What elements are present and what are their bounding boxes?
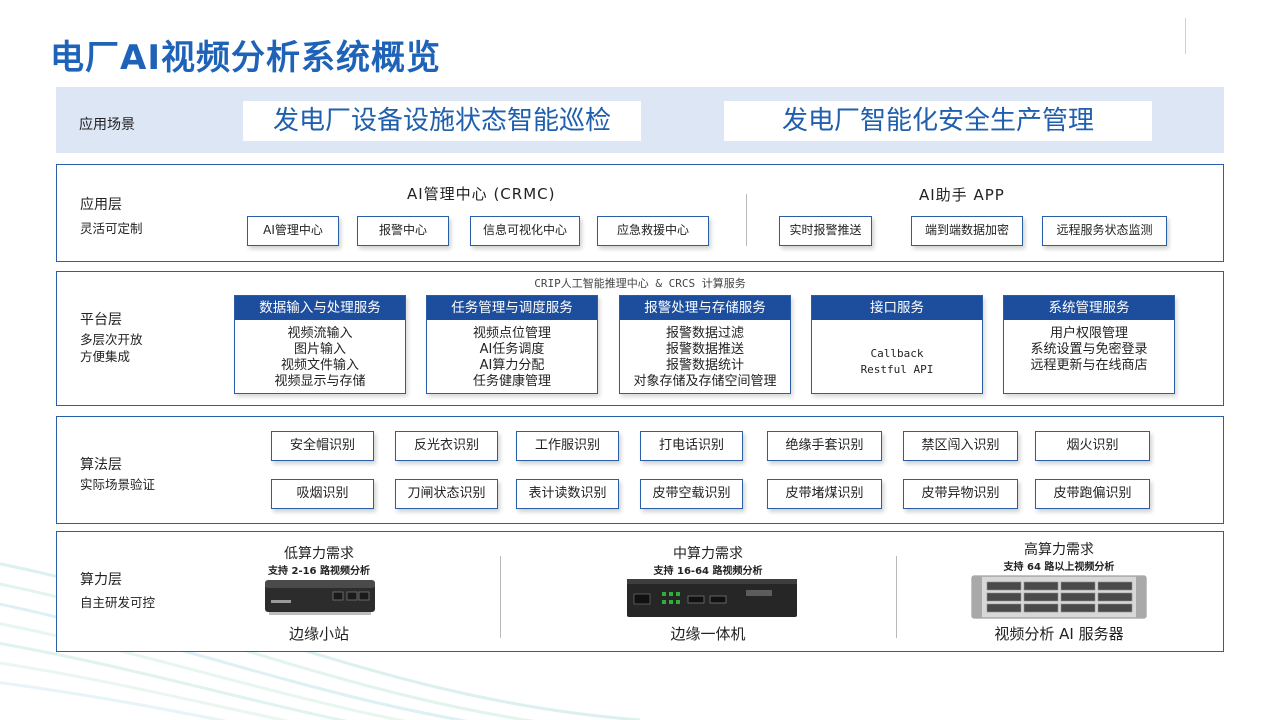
service-line: 任务健康管理 (472, 374, 551, 389)
algo-item-phone-call[interactable]: 打电话识别 (640, 431, 743, 461)
service-card-title: 任务管理与调度服务 (427, 296, 597, 320)
service-line: 报警数据过滤 (665, 326, 744, 341)
service-line: 视频点位管理 (472, 326, 551, 341)
service-line: Restful API (860, 363, 934, 376)
app-layer-title: 应用层 (80, 197, 122, 213)
app-layer: 应用层 灵活可定制 AI管理中心 (CRMC) AI助手 APP AI管理中心 … (56, 164, 1224, 262)
service-card-alarm-storage[interactable]: 报警处理与存储服务 报警数据过滤 报警数据推送 报警数据统计 对象存储及存储空间… (619, 295, 791, 394)
platform-layer-title: 平台层 (80, 312, 122, 328)
scene-band: 应用场景 发电厂设备设施状态智能巡检 发电厂智能化安全生产管理 (56, 87, 1224, 153)
service-line: 图片输入 (293, 342, 346, 357)
algo-item-reflective-vest[interactable]: 反光衣识别 (395, 431, 498, 461)
scene-item-safety: 发电厂智能化安全生产管理 (724, 101, 1152, 141)
rack-server-icon (971, 575, 1147, 619)
tier-name: 边缘小站 (288, 625, 349, 643)
service-line: 视频显示与存储 (274, 374, 366, 389)
service-card-title: 接口服务 (812, 296, 982, 320)
service-line: 对象存储及存储空间管理 (633, 374, 777, 389)
compute-tier-low: 低算力需求 支持 2-16 路视频分析 边缘小站 (169, 532, 469, 652)
algo-item-workwear[interactable]: 工作服识别 (516, 431, 619, 461)
realtime-alarm-push-item[interactable]: 实时报警推送 (779, 216, 872, 246)
platform-layer-subtitle-2: 方便集成 (80, 349, 131, 364)
algo-item-switch-state[interactable]: 刀闸状态识别 (395, 479, 498, 509)
algo-item-smoking[interactable]: 吸烟识别 (271, 479, 374, 509)
tier-need: 中算力需求 (673, 546, 743, 562)
corner-divider (1185, 18, 1186, 54)
compute-layer: 算力层 自主研发可控 低算力需求 支持 2-16 路视频分析 边缘小站 中算力需… (56, 531, 1224, 652)
ai-app-heading: AI助手 APP (919, 186, 1005, 204)
scene-item-inspection: 发电厂设备设施状态智能巡检 (243, 101, 641, 141)
alarm-center-item[interactable]: 报警中心 (357, 216, 449, 246)
e2e-encryption-item[interactable]: 端到端数据加密 (911, 216, 1023, 246)
algo-item-restricted-zone[interactable]: 禁区闯入识别 (903, 431, 1018, 461)
compute-layer-title: 算力层 (80, 572, 122, 588)
visualization-center-item[interactable]: 信息可视化中心 (470, 216, 580, 246)
algo-item-belt-foreign-object[interactable]: 皮带异物识别 (903, 479, 1018, 509)
service-line: AI算力分配 (479, 358, 545, 373)
service-card-title: 系统管理服务 (1004, 296, 1174, 320)
platform-layer-subtitle-1: 多层次开放 (80, 332, 143, 347)
service-line: 远程更新与在线商店 (1030, 358, 1148, 373)
tier-name: 边缘一体机 (670, 625, 746, 643)
platform-caption: CRIP人工智能推理中心 & CRCS 计算服务 (534, 277, 746, 290)
service-line: 报警数据推送 (665, 342, 744, 357)
emergency-rescue-center-item[interactable]: 应急救援中心 (597, 216, 709, 246)
service-line: 用户权限管理 (1049, 326, 1128, 341)
platform-layer: CRIP人工智能推理中心 & CRCS 计算服务 平台层 多层次开放 方便集成 … (56, 271, 1224, 406)
algo-item-smoke-fire[interactable]: 烟火识别 (1035, 431, 1150, 461)
compute-tier-medium: 中算力需求 支持 16-64 路视频分析 边缘一体机 (558, 532, 858, 652)
service-card-title: 数据输入与处理服务 (235, 296, 405, 320)
tier-spec: 支持 16-64 路视频分析 (653, 566, 763, 577)
service-line: 视频流输入 (287, 326, 353, 341)
algo-item-belt-blockage[interactable]: 皮带堵煤识别 (767, 479, 882, 509)
service-line: 视频文件输入 (280, 358, 359, 373)
service-line: Callback (870, 347, 924, 360)
tier-need: 高算力需求 (1024, 542, 1094, 558)
edge-box-icon (265, 580, 375, 615)
algo-item-meter-reading[interactable]: 表计读数识别 (516, 479, 619, 509)
service-card-task-scheduling[interactable]: 任务管理与调度服务 视频点位管理 AI任务调度 AI算力分配 任务健康管理 (426, 295, 598, 394)
page-title: 电厂AI视频分析系统概览 (50, 38, 441, 78)
algo-item-belt-empty[interactable]: 皮带空载识别 (640, 479, 743, 509)
service-card-system-management[interactable]: 系统管理服务 用户权限管理 系统设置与免密登录 远程更新与在线商店 (1003, 295, 1175, 394)
algo-layer-subtitle: 实际场景验证 (80, 477, 156, 492)
edge-appliance-icon (627, 579, 797, 617)
compute-divider-2 (896, 556, 897, 638)
compute-divider-1 (500, 556, 501, 638)
tier-spec: 支持 2-16 路视频分析 (268, 566, 370, 577)
service-card-interface[interactable]: 接口服务 Callback Restful API (811, 295, 983, 394)
ai-management-center-item[interactable]: AI管理中心 (247, 216, 339, 246)
scene-label: 应用场景 (79, 117, 135, 133)
service-line: AI任务调度 (479, 342, 545, 357)
compute-tier-high: 高算力需求 支持 64 路以上视频分析 视频分析 AI 服务器 (909, 532, 1209, 652)
algorithm-layer: 算法层 实际场景验证 安全帽识别 反光衣识别 工作服识别 打电话识别 绝缘手套识… (56, 416, 1224, 524)
service-line: 报警数据统计 (665, 358, 744, 373)
tier-name: 视频分析 AI 服务器 (994, 625, 1124, 643)
algo-item-belt-deviation[interactable]: 皮带跑偏识别 (1035, 479, 1150, 509)
algo-item-helmet[interactable]: 安全帽识别 (271, 431, 374, 461)
service-line: 系统设置与免密登录 (1030, 342, 1148, 357)
remote-status-monitor-item[interactable]: 远程服务状态监测 (1042, 216, 1167, 246)
app-layer-subtitle: 灵活可定制 (80, 221, 143, 236)
algo-layer-title: 算法层 (80, 457, 122, 473)
service-card-data-input[interactable]: 数据输入与处理服务 视频流输入 图片输入 视频文件输入 视频显示与存储 (234, 295, 406, 394)
algo-item-insulated-gloves[interactable]: 绝缘手套识别 (767, 431, 882, 461)
app-layer-divider (746, 194, 747, 246)
service-card-title: 报警处理与存储服务 (620, 296, 790, 320)
tier-need: 低算力需求 (284, 546, 354, 562)
compute-layer-subtitle: 自主研发可控 (80, 595, 156, 610)
crmc-heading: AI管理中心 (CRMC) (407, 185, 556, 203)
tier-spec: 支持 64 路以上视频分析 (1003, 562, 1115, 573)
